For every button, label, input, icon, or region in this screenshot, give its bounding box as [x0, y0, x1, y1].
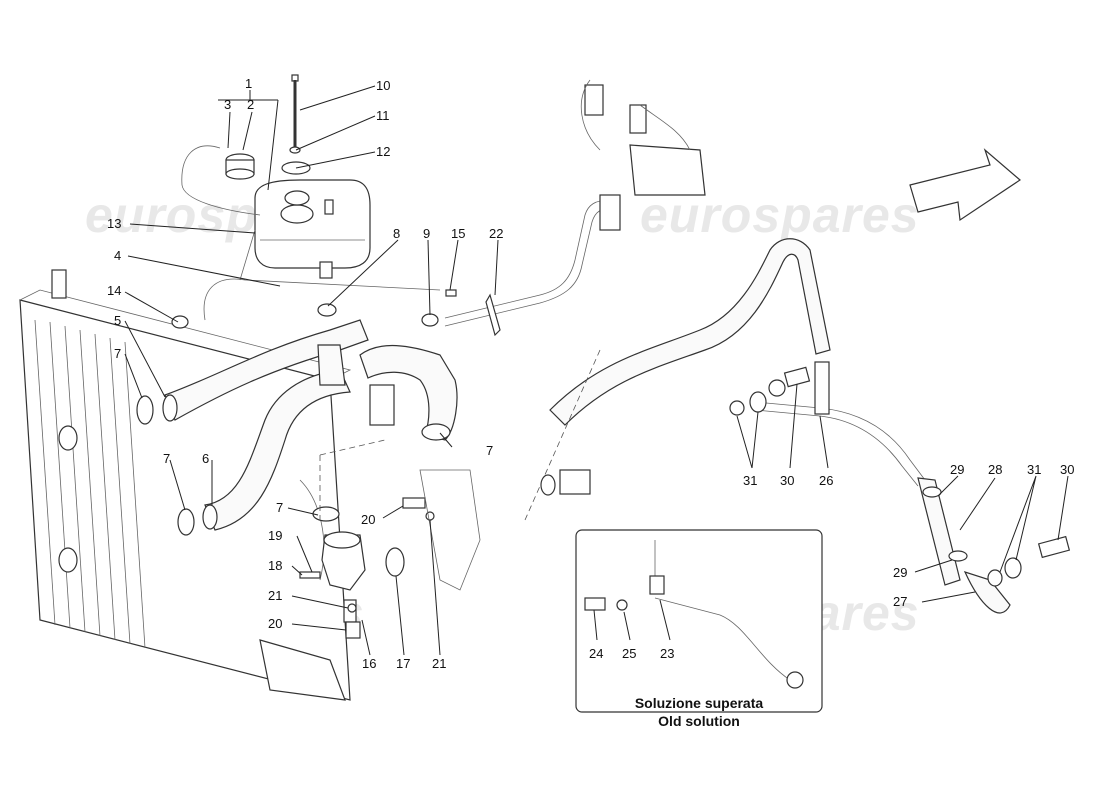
oring-31a: [729, 400, 745, 416]
label-6: 6: [202, 451, 209, 466]
dash-guide-3: [524, 349, 601, 521]
label-19: 19: [268, 528, 282, 543]
washer-21b: [425, 511, 435, 521]
tank-cap: [225, 153, 255, 180]
hose-stub: [369, 384, 395, 426]
label-27: 27: [893, 594, 907, 609]
clamp-7d: [312, 506, 340, 522]
label-7a: 7: [114, 346, 121, 361]
sensor-20a: [402, 497, 426, 509]
label-24: 24: [589, 646, 603, 661]
label-14: 14: [107, 283, 121, 298]
hose-27: [963, 571, 1011, 614]
clamp-7a: [136, 395, 154, 425]
label-28: 28: [988, 462, 1002, 477]
label-20b: 20: [268, 616, 282, 631]
label-17: 17: [396, 656, 410, 671]
washer-21a: [347, 603, 357, 613]
label-7d: 7: [276, 500, 283, 515]
hose-4: [203, 278, 441, 321]
radiator: [19, 269, 352, 701]
pipe-22: [444, 199, 611, 319]
label-22: 22: [489, 226, 503, 241]
label-21b: 21: [432, 656, 446, 671]
bolt-30b: [1037, 535, 1071, 559]
label-9: 9: [423, 226, 430, 241]
label-10: 10: [376, 78, 390, 93]
vent-tube: [181, 145, 261, 216]
pipe-22b: [444, 207, 616, 327]
label-5: 5: [114, 313, 121, 328]
pipe-26-riser: [814, 361, 830, 415]
label-2: 2: [247, 97, 254, 112]
hose-6-end: [202, 504, 218, 530]
label-1: 1: [245, 76, 252, 91]
label-8: 8: [393, 226, 400, 241]
hose-5: [164, 319, 369, 421]
pipe-26: [754, 401, 926, 481]
direction-arrow: [909, 148, 1021, 222]
heater-valve: [580, 79, 706, 231]
hose-joint: [317, 344, 346, 386]
clamp-7b: [177, 508, 195, 536]
label-26: 26: [819, 473, 833, 488]
label-12: 12: [376, 144, 390, 159]
sensor-20b: [345, 621, 361, 639]
label-20a: 20: [361, 512, 375, 527]
expansion-tank: [254, 179, 371, 279]
inset-title-it: Soluzione superata: [635, 695, 764, 711]
label-15: 15: [451, 226, 465, 241]
clamp-9: [421, 313, 439, 327]
clamp-29b: [948, 550, 968, 562]
clamp-29a: [922, 486, 942, 498]
fitting-end: [540, 474, 556, 496]
label-7b: 7: [163, 451, 170, 466]
fitting: [559, 469, 591, 495]
clamp-14: [171, 315, 189, 329]
old-solution-inset: Soluzione superata Old solution: [575, 529, 823, 729]
label-30b: 30: [1060, 462, 1074, 477]
screw-15: [445, 289, 457, 297]
clamp-8: [317, 303, 337, 317]
clamp-7c: [421, 423, 451, 441]
oring-31b: [749, 391, 767, 413]
label-23: 23: [660, 646, 674, 661]
level-sensor: [281, 74, 311, 175]
bolt-30a: [783, 366, 811, 388]
hose-5-end: [162, 394, 178, 422]
engine-outline: [419, 469, 481, 591]
label-31a: 31: [743, 473, 757, 488]
leader-lines: [124, 85, 1069, 656]
label-7c: 7: [486, 443, 493, 458]
part-labels: 1 2 3 4 5 6 7 7 7 7 8 9 10 11 12 13 14 1…: [107, 76, 1074, 671]
watermark-top-right: eurospares: [640, 187, 920, 243]
label-11: 11: [376, 108, 390, 123]
oring-31c: [768, 379, 786, 397]
label-29a: 29: [950, 462, 964, 477]
label-4: 4: [114, 248, 121, 263]
pipe-26b: [754, 409, 919, 487]
hose-right-bend: [359, 345, 458, 441]
label-31b: 31: [1027, 462, 1041, 477]
heater-hose: [549, 238, 831, 426]
oring-31e: [1004, 557, 1022, 579]
label-25: 25: [622, 646, 636, 661]
label-16: 16: [362, 656, 376, 671]
oring-31d: [987, 569, 1003, 587]
label-3: 3: [224, 97, 231, 112]
label-18: 18: [268, 558, 282, 573]
pipe-22-bracket: [485, 293, 501, 337]
label-30a: 30: [780, 473, 794, 488]
label-29b: 29: [893, 565, 907, 580]
label-21a: 21: [268, 588, 282, 603]
thermostat-housing: [321, 531, 405, 623]
label-13: 13: [107, 216, 121, 231]
dash-guide-2: [319, 439, 386, 456]
hose-6: [204, 369, 351, 531]
screw-18: [299, 571, 321, 579]
inset-title-en: Old solution: [658, 713, 740, 729]
hose-4-branch: [239, 229, 256, 281]
